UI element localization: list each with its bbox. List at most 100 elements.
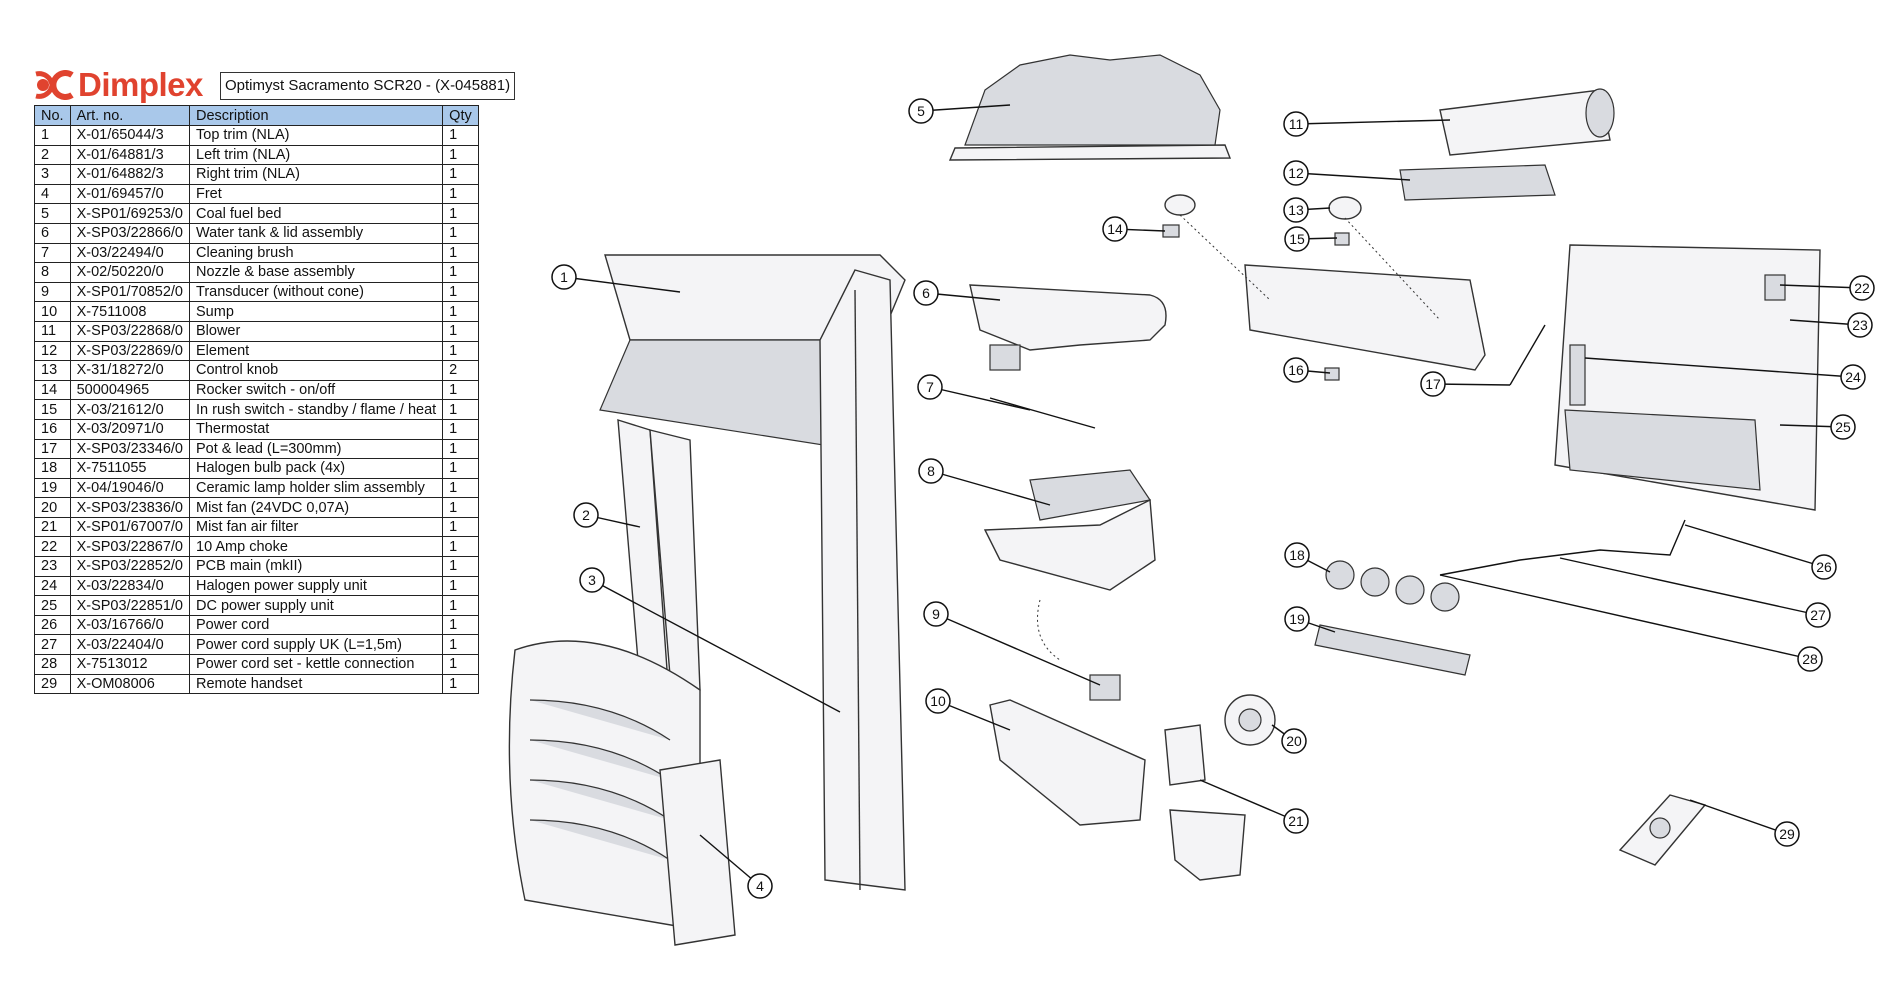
callout-5: 5 bbox=[908, 98, 934, 124]
callout-label: 2 bbox=[582, 507, 590, 523]
callout-10: 10 bbox=[925, 688, 951, 714]
callout-20: 20 bbox=[1281, 728, 1307, 754]
cell-description: Rocker switch - on/off bbox=[188, 379, 444, 401]
cell-art-no: X-01/69457/0 bbox=[69, 183, 191, 205]
cell-art-no: X-03/22494/0 bbox=[69, 242, 191, 264]
leader-line bbox=[1295, 172, 1411, 181]
callout-label: 23 bbox=[1852, 317, 1868, 333]
callout-label: 8 bbox=[927, 463, 935, 479]
callout-28: 28 bbox=[1797, 646, 1823, 672]
cell-description: Control knob bbox=[188, 360, 444, 381]
leader-line bbox=[1689, 799, 1788, 835]
part-halogen-bulbs bbox=[1325, 560, 1460, 612]
leader-line bbox=[1779, 284, 1863, 289]
callout-circle bbox=[923, 601, 949, 627]
cell-description: Water tank & lid assembly bbox=[188, 222, 444, 244]
callout-26: 26 bbox=[1811, 554, 1837, 580]
callout-label: 10 bbox=[930, 693, 946, 709]
callout-circle bbox=[1805, 602, 1831, 628]
cell-description: Halogen bulb pack (4x) bbox=[188, 458, 444, 479]
col-header-qty: Qty bbox=[442, 105, 479, 126]
callout-3: 3 bbox=[579, 567, 605, 593]
callout-circle bbox=[917, 374, 943, 400]
cell-art-no: X-SP01/67007/0 bbox=[69, 516, 191, 538]
part-lamp-holder bbox=[1314, 624, 1471, 676]
leader-line bbox=[1559, 557, 1819, 616]
callout-1: 1 bbox=[551, 264, 577, 290]
cell-art-no: X-SP03/23836/0 bbox=[69, 497, 191, 518]
part-transducer bbox=[1037, 599, 1121, 701]
cell-no: 16 bbox=[34, 418, 71, 440]
callout-circle bbox=[1284, 226, 1310, 252]
callout-circle bbox=[1283, 357, 1309, 383]
leader-line bbox=[1584, 357, 1854, 378]
cell-art-no: X-31/18272/0 bbox=[69, 360, 191, 381]
cell-description: Power cord supply UK (L=1,5m) bbox=[188, 634, 444, 656]
callout-16: 16 bbox=[1283, 357, 1309, 383]
callout-14: 14 bbox=[1102, 216, 1128, 242]
part-element bbox=[1399, 164, 1556, 201]
callout-circle bbox=[1840, 364, 1866, 390]
callout-circle bbox=[1281, 728, 1307, 754]
part-right-trim bbox=[819, 269, 906, 891]
callout-17: 17 bbox=[1420, 371, 1446, 397]
col-header-description: Description bbox=[188, 105, 444, 126]
callout-label: 5 bbox=[917, 103, 925, 119]
leader-line bbox=[930, 470, 1051, 506]
cell-no: 21 bbox=[34, 516, 71, 538]
part-power-cords bbox=[1439, 519, 1686, 576]
cell-art-no: X-SP01/70852/0 bbox=[69, 281, 191, 303]
callout-label: 13 bbox=[1288, 202, 1304, 218]
callout-label: 24 bbox=[1845, 369, 1861, 385]
cell-no: 25 bbox=[34, 595, 71, 616]
callout-circle bbox=[1849, 275, 1875, 301]
callout-circle bbox=[908, 98, 934, 124]
cell-art-no: X-03/21612/0 bbox=[69, 399, 191, 420]
leader-line bbox=[920, 104, 1011, 112]
callout-22: 22 bbox=[1849, 275, 1875, 301]
part-sump bbox=[989, 699, 1146, 826]
callout-label: 29 bbox=[1779, 826, 1795, 842]
callout-circle bbox=[913, 280, 939, 306]
callout-13: 13 bbox=[1283, 197, 1309, 223]
leader-line bbox=[591, 579, 841, 713]
callout-circle bbox=[1830, 414, 1856, 440]
part-fret bbox=[508, 640, 736, 946]
callout-12: 12 bbox=[1283, 160, 1309, 186]
cell-art-no: X-OM08006 bbox=[69, 673, 191, 695]
leader-line bbox=[929, 386, 1031, 411]
callout-23: 23 bbox=[1847, 312, 1873, 338]
callout-circle bbox=[1283, 160, 1309, 186]
cell-qty: 1 bbox=[442, 144, 479, 166]
callout-24: 24 bbox=[1840, 364, 1866, 390]
callout-9: 9 bbox=[923, 601, 949, 627]
cell-art-no: X-7511055 bbox=[69, 458, 191, 479]
callout-circle bbox=[1847, 312, 1873, 338]
cell-art-no: X-04/19046/0 bbox=[69, 477, 191, 499]
callout-circle bbox=[747, 873, 773, 899]
callout-label: 4 bbox=[756, 878, 764, 894]
callout-label: 15 bbox=[1289, 231, 1305, 247]
callout-18: 18 bbox=[1284, 542, 1310, 568]
callout-label: 27 bbox=[1810, 607, 1826, 623]
cell-no: 15 bbox=[34, 399, 71, 420]
cell-description: Right trim (NLA) bbox=[188, 164, 444, 185]
col-header-art-no: Art. no. bbox=[69, 105, 191, 126]
dimplex-logo: Dimplex bbox=[34, 66, 203, 103]
callout-2: 2 bbox=[573, 502, 599, 528]
callout-circle bbox=[1283, 808, 1309, 834]
callout-label: 25 bbox=[1835, 419, 1851, 435]
leader-line bbox=[1295, 119, 1451, 125]
callout-label: 3 bbox=[588, 572, 596, 588]
cell-description: Cleaning brush bbox=[188, 242, 444, 264]
callout-21: 21 bbox=[1283, 808, 1309, 834]
callout-19: 19 bbox=[1284, 606, 1310, 632]
callout-15: 15 bbox=[1284, 226, 1310, 252]
cell-art-no: X-SP03/22852/0 bbox=[69, 556, 191, 577]
cell-description: Ceramic lamp holder slim assembly bbox=[188, 477, 444, 499]
